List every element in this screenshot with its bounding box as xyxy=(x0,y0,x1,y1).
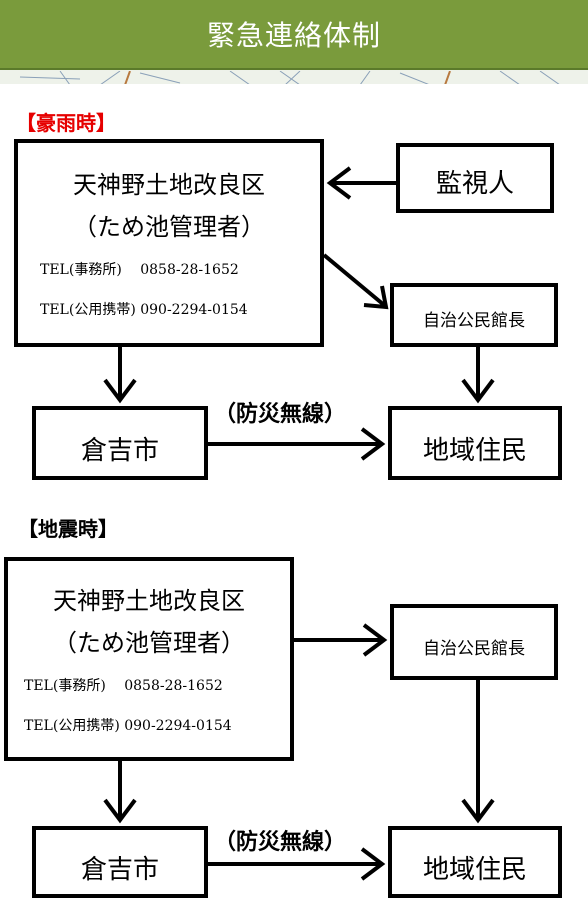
rain-arrow-manager-to-chief xyxy=(322,253,389,310)
quake-arrow-manager-to-city xyxy=(103,761,137,824)
rain-watcher-label: 監視人 xyxy=(435,169,514,199)
header-banner: 緊急連絡体制 xyxy=(0,0,588,70)
rain-city-label: 倉吉市 xyxy=(80,436,159,466)
quake-arrow-city-to-residents xyxy=(208,847,386,881)
page-title: 緊急連絡体制 xyxy=(206,19,381,52)
rain-arrow-manager-to-city xyxy=(103,347,137,404)
map-strip xyxy=(0,70,588,84)
quake-residents-box: 地域住民 xyxy=(388,826,562,898)
quake-arrow-manager-to-chief xyxy=(294,623,388,657)
quake-manager-box: 天神野土地改良区 （ため池管理者） TEL(事務所) 0858-28-1652 … xyxy=(4,557,294,761)
rain-manager-name: 天神野土地改良区 xyxy=(73,171,265,199)
rain-city-box: 倉吉市 xyxy=(32,406,208,480)
rain-tel-office: TEL(事務所) 0858-28-1652 xyxy=(40,262,239,278)
rain-manager-box: 天神野土地改良区 （ため池管理者） TEL(事務所) 0858-28-1652 … xyxy=(14,139,324,347)
rain-arrow-city-to-residents xyxy=(208,427,386,461)
rain-watcher-box: 監視人 xyxy=(396,143,554,213)
quake-city-label: 倉吉市 xyxy=(80,855,159,885)
rain-arrow-watcher-to-manager xyxy=(326,166,396,200)
quake-residents-label: 地域住民 xyxy=(422,855,527,885)
rain-chief-box: 自治公民館長 xyxy=(390,283,558,347)
quake-manager-name: 天神野土地改良区 xyxy=(53,587,245,615)
quake-tel-office: TEL(事務所) 0858-28-1652 xyxy=(24,678,223,694)
quake-section-label: 【地震時】 xyxy=(18,517,118,541)
rain-radio-label: （防災無線） xyxy=(214,402,347,427)
rain-manager-role: （ため池管理者） xyxy=(73,213,265,241)
rain-tel-mobile: TEL(公用携帯) 090-2294-0154 xyxy=(40,302,248,318)
quake-radio-label: （防災無線） xyxy=(214,830,347,855)
quake-chief-label: 自治公民館長 xyxy=(423,639,525,659)
quake-manager-role: （ため池管理者） xyxy=(53,629,245,657)
rain-section-label: 【豪雨時】 xyxy=(16,111,116,135)
quake-arrow-chief-to-residents xyxy=(461,680,495,824)
rain-residents-box: 地域住民 xyxy=(388,406,562,480)
rain-residents-label: 地域住民 xyxy=(422,436,527,466)
quake-tel-mobile: TEL(公用携帯) 090-2294-0154 xyxy=(24,718,232,734)
rain-chief-label: 自治公民館長 xyxy=(423,311,525,331)
rain-arrow-chief-to-residents xyxy=(461,347,495,404)
map-lines xyxy=(19,70,560,84)
quake-chief-box: 自治公民館長 xyxy=(390,604,558,680)
quake-city-box: 倉吉市 xyxy=(32,826,208,898)
